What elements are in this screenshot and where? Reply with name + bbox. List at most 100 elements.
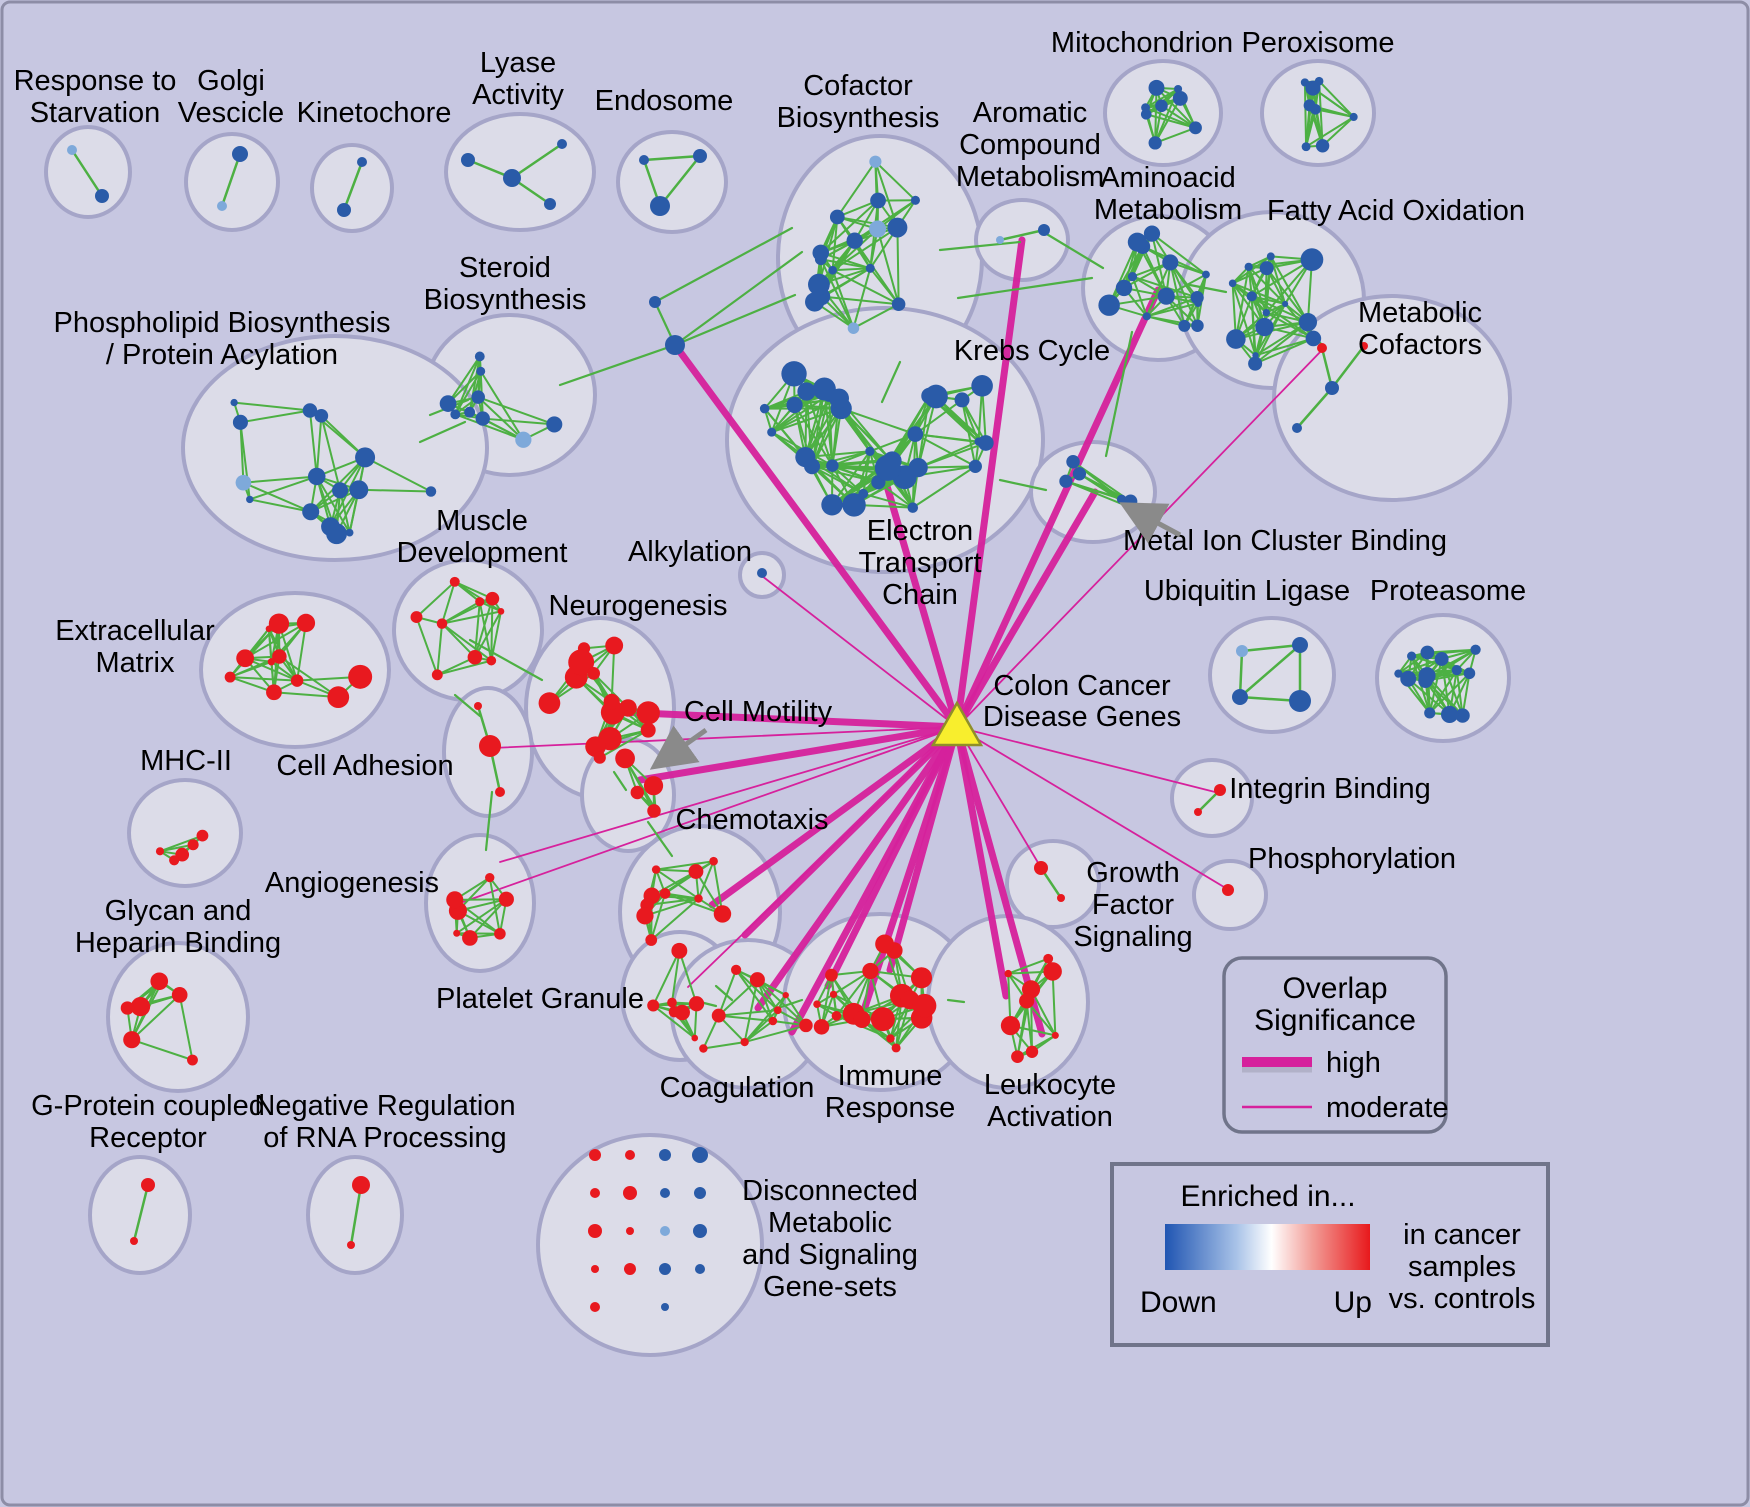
edge-green	[473, 610, 502, 659]
gene-set-node	[1248, 356, 1263, 371]
gene-set-node	[826, 459, 839, 472]
gene-set-node	[544, 198, 556, 210]
edge-green	[242, 475, 318, 484]
gene-set-node	[1115, 279, 1133, 297]
edge-green	[735, 968, 779, 1012]
edge-green	[1154, 86, 1158, 144]
gene-set-node	[650, 196, 670, 216]
magenta-edges-layer	[462, 236, 1325, 1038]
gene-set-node	[643, 776, 664, 796]
edge-green	[1265, 258, 1313, 314]
gene-set-node	[1178, 319, 1191, 332]
edge-green	[836, 215, 899, 229]
gene-set-node	[1440, 705, 1459, 724]
gene-set-node	[1038, 224, 1050, 236]
edge-green	[804, 390, 808, 459]
edge-green	[820, 974, 833, 1028]
gene-set-node	[665, 335, 685, 355]
edge-magenta-high	[886, 723, 961, 974]
edge-green	[673, 293, 797, 347]
gene-set-node	[485, 872, 495, 883]
gene-set-node	[494, 927, 506, 940]
gene-set-node	[886, 1034, 895, 1043]
gene-set-node	[636, 701, 660, 725]
edge-green	[956, 276, 1094, 300]
gene-set-node	[345, 528, 354, 537]
edge-green	[178, 993, 194, 1062]
edge-green	[1150, 232, 1207, 276]
edge-green	[229, 660, 273, 679]
edge-green	[869, 267, 900, 306]
gene-set-node	[781, 361, 807, 387]
gene-set-node	[688, 996, 705, 1012]
edge-green	[296, 621, 307, 682]
gene-set-node	[1222, 884, 1234, 896]
gene-set-node	[290, 674, 304, 687]
edge-green	[484, 790, 494, 852]
edge-green	[364, 456, 432, 493]
edge-green	[220, 152, 242, 208]
gene-set-node	[1034, 861, 1048, 875]
edge-green	[1295, 386, 1334, 430]
cluster-mhc-ii	[127, 778, 243, 888]
cluster-label-cell-adhesion: Cell Adhesion	[276, 750, 453, 782]
edge-green	[308, 409, 318, 478]
cluster-phospholipid-biosynthesis	[181, 334, 489, 562]
gene-set-node	[693, 1224, 707, 1238]
gene-set-node	[671, 942, 688, 959]
gene-set-node	[603, 693, 620, 710]
edge-green	[441, 600, 481, 625]
edge-green	[1318, 80, 1355, 118]
gene-set-node	[797, 382, 816, 401]
gene-set-node	[1317, 343, 1327, 353]
gene-set-node	[649, 296, 661, 308]
legend-overlap-box	[1222, 956, 1448, 1134]
gene-set-node	[352, 1176, 370, 1194]
gene-set-node	[187, 1054, 198, 1066]
gene-set-node	[954, 392, 970, 408]
gene-set-node	[651, 865, 661, 874]
edge-green	[938, 240, 1022, 252]
gene-set-node	[1418, 667, 1436, 685]
gene-set-node	[1228, 279, 1237, 288]
edge-green	[1188, 283, 1228, 294]
edge-green	[1145, 296, 1199, 318]
gene-set-node	[1066, 454, 1080, 469]
cluster-leukocyte-activation	[926, 914, 1090, 1090]
gene-set-node	[660, 1226, 670, 1236]
gene-set-node	[695, 1264, 705, 1274]
edge-magenta-moderate	[491, 726, 958, 749]
gene-set-node	[661, 1303, 669, 1311]
gene-set-node	[1189, 121, 1202, 135]
gene-set-node	[605, 636, 624, 655]
edge-green	[664, 892, 724, 915]
gene-set-node	[1434, 652, 1449, 666]
gene-set-node	[977, 435, 994, 451]
gene-set-node	[123, 1031, 141, 1049]
edge-green	[670, 949, 681, 1004]
gene-set-node	[268, 613, 290, 634]
edge-green	[717, 1009, 779, 1017]
edge-green	[558, 343, 677, 387]
edge-green	[655, 860, 715, 871]
gene-set-node	[874, 454, 901, 481]
gene-set-node	[272, 649, 287, 664]
gene-set-node	[67, 145, 77, 155]
gene-set-node	[439, 395, 457, 412]
cluster-label-phospholipid-biosynthesis: Phospholipid Biosynthesis/ Protein Acyla…	[54, 307, 391, 371]
gene-set-node	[1174, 84, 1183, 94]
edge-green	[1145, 261, 1172, 318]
edge-green	[1303, 81, 1308, 148]
edge-magenta-high	[953, 723, 1010, 1000]
edge-green	[453, 693, 482, 718]
gene-set-node	[1142, 312, 1151, 321]
gene-set-node	[668, 1006, 680, 1018]
pointer-arrow-0	[1119, 502, 1182, 544]
gene-set-node	[968, 459, 982, 473]
